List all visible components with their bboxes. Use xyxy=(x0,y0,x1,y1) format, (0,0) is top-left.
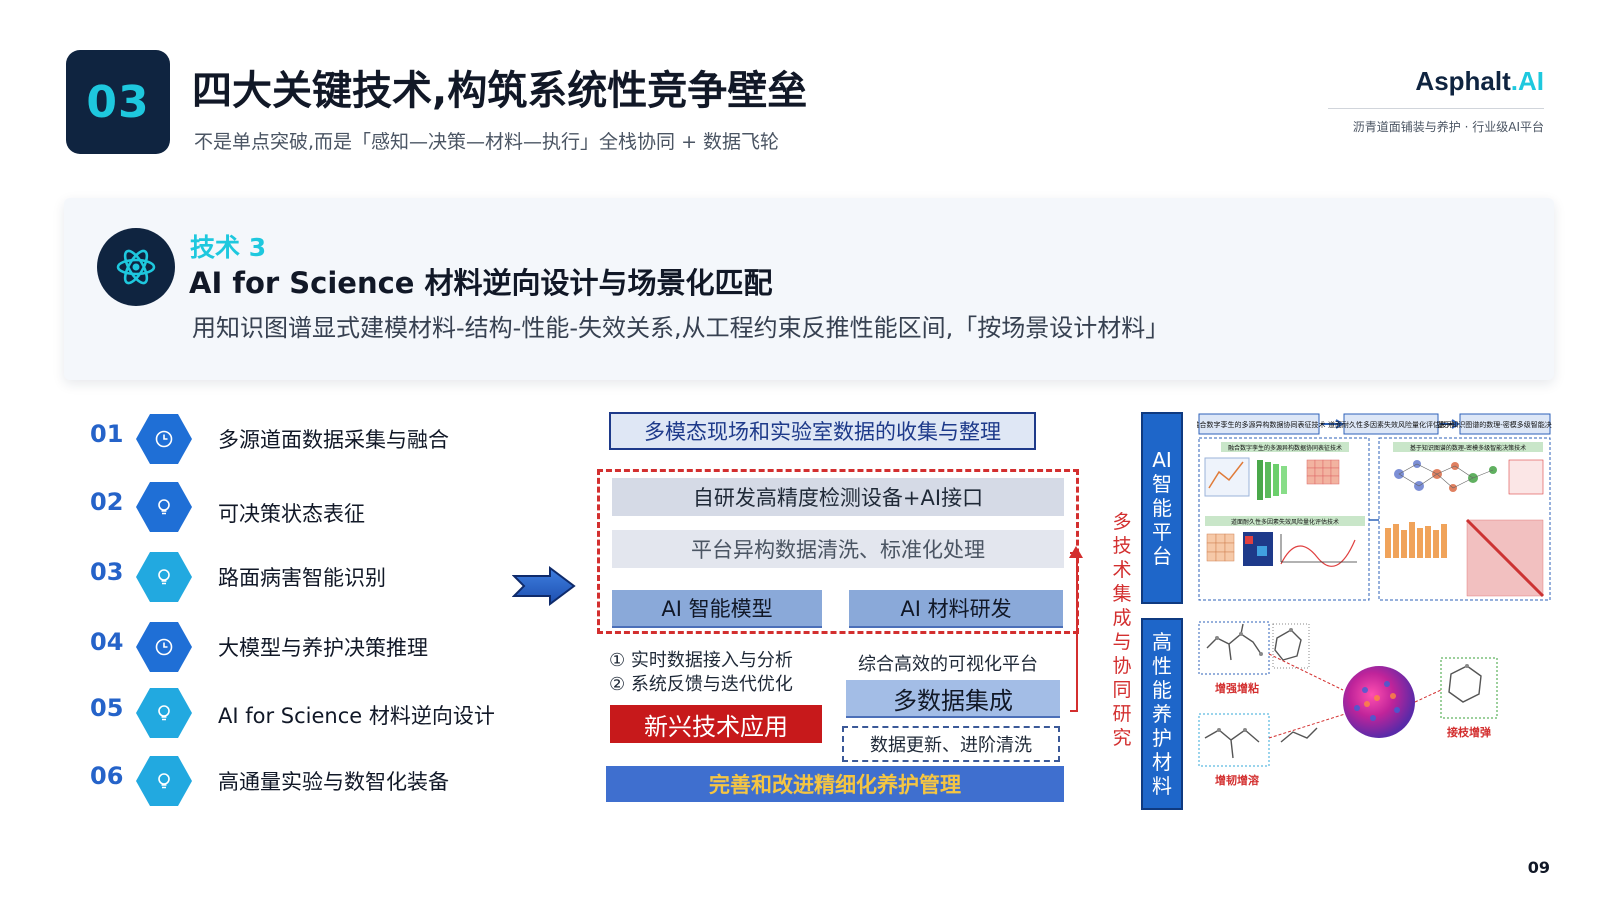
tech-description: 用知识图谱显式建模材料-结构-性能-失效关系,从工程约束反推性能区间,「按场景设… xyxy=(192,314,1170,342)
flow-multi-data-box: 多数据集成 xyxy=(846,680,1060,718)
section-badge: 03 xyxy=(66,50,170,154)
list-item: 04 大模型与养护决策推理 xyxy=(90,622,530,678)
list-number: 05 xyxy=(90,694,124,722)
list-item: 02 可决策状态表征 xyxy=(90,482,530,538)
panel-mid-label: 道面耐久性多因素失效风险量化评估技术 xyxy=(1231,518,1339,526)
tech-number: 技术 3 xyxy=(190,233,267,262)
mol-label: 增韧增溶 xyxy=(1215,773,1259,787)
list-item: 05 AI for Science 材料逆向设计 xyxy=(90,688,530,744)
flow-ai-model-box: AI 智能模型 xyxy=(612,590,822,628)
flow-visual-platform: 综合高效的可视化平台 xyxy=(858,654,1038,675)
flow-item-1: ① 实时数据接入与分析 xyxy=(609,650,793,671)
arrow-up-icon xyxy=(1069,546,1083,558)
panel-sub-label: 基于知识图谱的数理-密模多级智能决策技术 xyxy=(1410,444,1526,452)
clock-icon xyxy=(136,414,192,464)
arrow-right-icon xyxy=(512,566,576,606)
tech-title: AI for Science 材料逆向设计与场景化匹配 xyxy=(189,266,773,300)
brand-logo: Asphalt.AI xyxy=(1415,66,1544,97)
mol-label: 接枝增弹 xyxy=(1447,725,1491,739)
list-label: 高通量实验与数智化装备 xyxy=(218,770,449,794)
tech-card: 技术 3 AI for Science 材料逆向设计与场景化匹配 用知识图谱显式… xyxy=(64,198,1554,380)
list-item: 06 高通量实验与数智化装备 xyxy=(90,756,530,812)
panel-sub-label: 融合数字孪生的多源异构数据协同表征技术 xyxy=(1228,444,1342,452)
list-item: 03 路面病害智能识别 xyxy=(90,552,530,608)
flow-cleaning-box: 平台异构数据清洗、标准化处理 xyxy=(612,530,1064,568)
flow-bottom-box: 完善和改进精细化养护管理 xyxy=(606,766,1064,802)
bulb-icon xyxy=(136,688,192,738)
panel-top-label: 基于知识图谱的数理-密模多级智能决策技术 xyxy=(1437,420,1552,429)
list-label: 大模型与养护决策推理 xyxy=(218,636,428,660)
brand-tagline: 沥青道面铺装与养护 · 行业级AI平台 xyxy=(1352,120,1544,134)
list-label: 可决策状态表征 xyxy=(218,502,365,526)
list-number: 06 xyxy=(90,762,124,790)
ai-platform-label: AI智能平台 xyxy=(1152,448,1172,568)
atom-icon xyxy=(97,228,175,306)
panel-top-label: 融合数字孪生的多源异构数据协同表征技术 xyxy=(1197,420,1326,429)
list-number: 02 xyxy=(90,488,124,516)
list-label: 路面病害智能识别 xyxy=(218,566,386,590)
flow-top-box: 多模态现场和实验室数据的收集与整理 xyxy=(609,412,1036,450)
section-number: 03 xyxy=(86,76,150,128)
list-number: 04 xyxy=(90,628,124,656)
bulb-icon xyxy=(136,552,192,602)
brand-divider xyxy=(1328,108,1544,109)
panel-top-label: 道面耐久性多因素失效风险量化评估技术 xyxy=(1328,420,1454,429)
flow-item-2: ② 系统反馈与迭代优化 xyxy=(609,674,793,695)
mol-label: 增强增粘 xyxy=(1215,681,1259,695)
ai-diagram-panel: 融合数字孪生的多源异构数据协同表征技术 道面耐久性多因素失效风险量化评估技术 基… xyxy=(1193,412,1573,604)
list-label: AI for Science 材料逆向设计 xyxy=(218,704,495,728)
material-bar: 高性能养护材料 xyxy=(1141,618,1183,810)
material-label: 高性能养护材料 xyxy=(1152,630,1172,798)
list-number: 03 xyxy=(90,558,124,586)
vertical-red-label: 多技术集成与协同研究 xyxy=(1112,511,1132,749)
list-label: 多源道面数据采集与融合 xyxy=(218,428,449,452)
page-number: 09 xyxy=(1527,858,1550,877)
flow-ai-material-box: AI 材料研发 xyxy=(849,590,1063,628)
brand-ai: AI xyxy=(1518,66,1544,96)
flow-emerging-box: 新兴技术应用 xyxy=(610,705,822,743)
brand-dot: . xyxy=(1510,66,1518,96)
flow-device-box: 自研发高精度检测设备+AI接口 xyxy=(612,478,1064,516)
feedback-bracket xyxy=(1070,552,1078,712)
bulb-icon xyxy=(136,482,192,532)
page-title: 四大关键技术,构筑系统性竞争壁垒 xyxy=(192,68,808,114)
flow-update-box: 数据更新、进阶清洗 xyxy=(842,726,1060,762)
list-item: 01 多源道面数据采集与融合 xyxy=(90,414,530,470)
molecule-panel: 增强增粘 增韧增溶 接枝增弹 xyxy=(1197,618,1552,810)
brand-main: Asphalt xyxy=(1415,66,1511,96)
page-subtitle: 不是单点突破,而是「感知—决策—材料—执行」全栈协同 + 数据飞轮 xyxy=(194,131,780,153)
bulb-icon xyxy=(136,756,192,806)
ai-platform-bar: AI智能平台 xyxy=(1141,412,1183,604)
list-number: 01 xyxy=(90,420,124,448)
clock-icon xyxy=(136,622,192,672)
